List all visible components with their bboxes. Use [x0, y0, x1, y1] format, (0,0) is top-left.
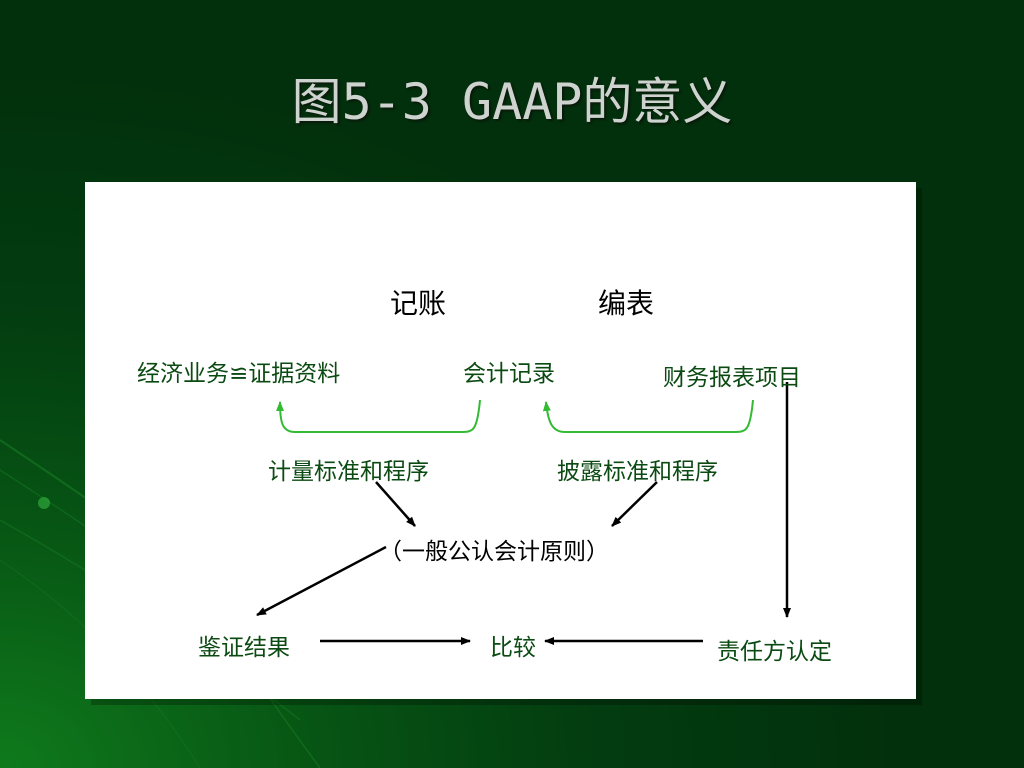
label-compare: 比较	[490, 635, 536, 661]
arrow-gaap-to-audit	[256, 545, 387, 617]
label-measurement-standards: 计量标准和程序	[268, 459, 429, 485]
label-report: 编表	[598, 287, 655, 320]
diagram-panel: 记账 编表 经济业务≌证据资料 会计记录 财务报表项目 计量标准和程序 披露标准…	[85, 182, 916, 699]
green-arrow-right	[542, 399, 754, 433]
label-accounting-records: 会计记录	[463, 361, 555, 387]
arrow-disclosure-to-gaap	[611, 481, 658, 527]
label-responsible-party: 责任方认定	[717, 639, 832, 665]
label-record: 记账	[390, 287, 447, 320]
diagram-arrows	[256, 382, 791, 645]
label-disclosure-standards: 披露标准和程序	[557, 459, 718, 485]
label-economic-business: 经济业务≌证据资料	[137, 361, 341, 387]
label-fs-items: 财务报表项目	[663, 365, 801, 391]
green-arrow-left	[276, 399, 481, 433]
label-audit-result: 鉴证结果	[198, 635, 290, 661]
arrow-measurement-to-gaap	[375, 481, 416, 527]
slide-title: 图5-3 GAAP的意义	[291, 73, 733, 131]
label-gaap: （一般公认会计原则）	[379, 539, 609, 565]
